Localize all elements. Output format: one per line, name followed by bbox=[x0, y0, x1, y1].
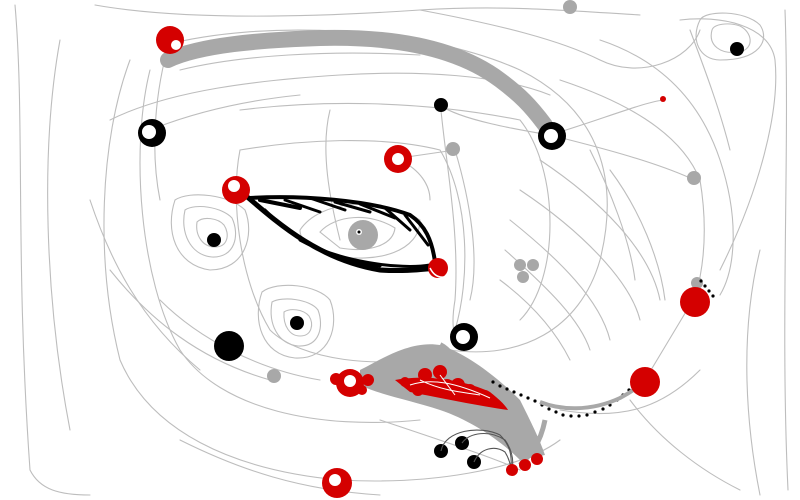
red-dots bbox=[428, 96, 710, 397]
contour-lines bbox=[14, 4, 789, 496]
red-rings bbox=[156, 26, 412, 498]
chin-red-beads bbox=[506, 453, 543, 476]
iris bbox=[348, 220, 378, 250]
mouth-red-veins bbox=[409, 374, 491, 399]
nose-shadow bbox=[360, 344, 545, 460]
eye-ink-strokes bbox=[242, 192, 443, 274]
black-rings bbox=[138, 119, 566, 351]
black-dots bbox=[207, 42, 744, 469]
gray-dots bbox=[267, 0, 703, 383]
jaw-stroke bbox=[539, 380, 647, 411]
